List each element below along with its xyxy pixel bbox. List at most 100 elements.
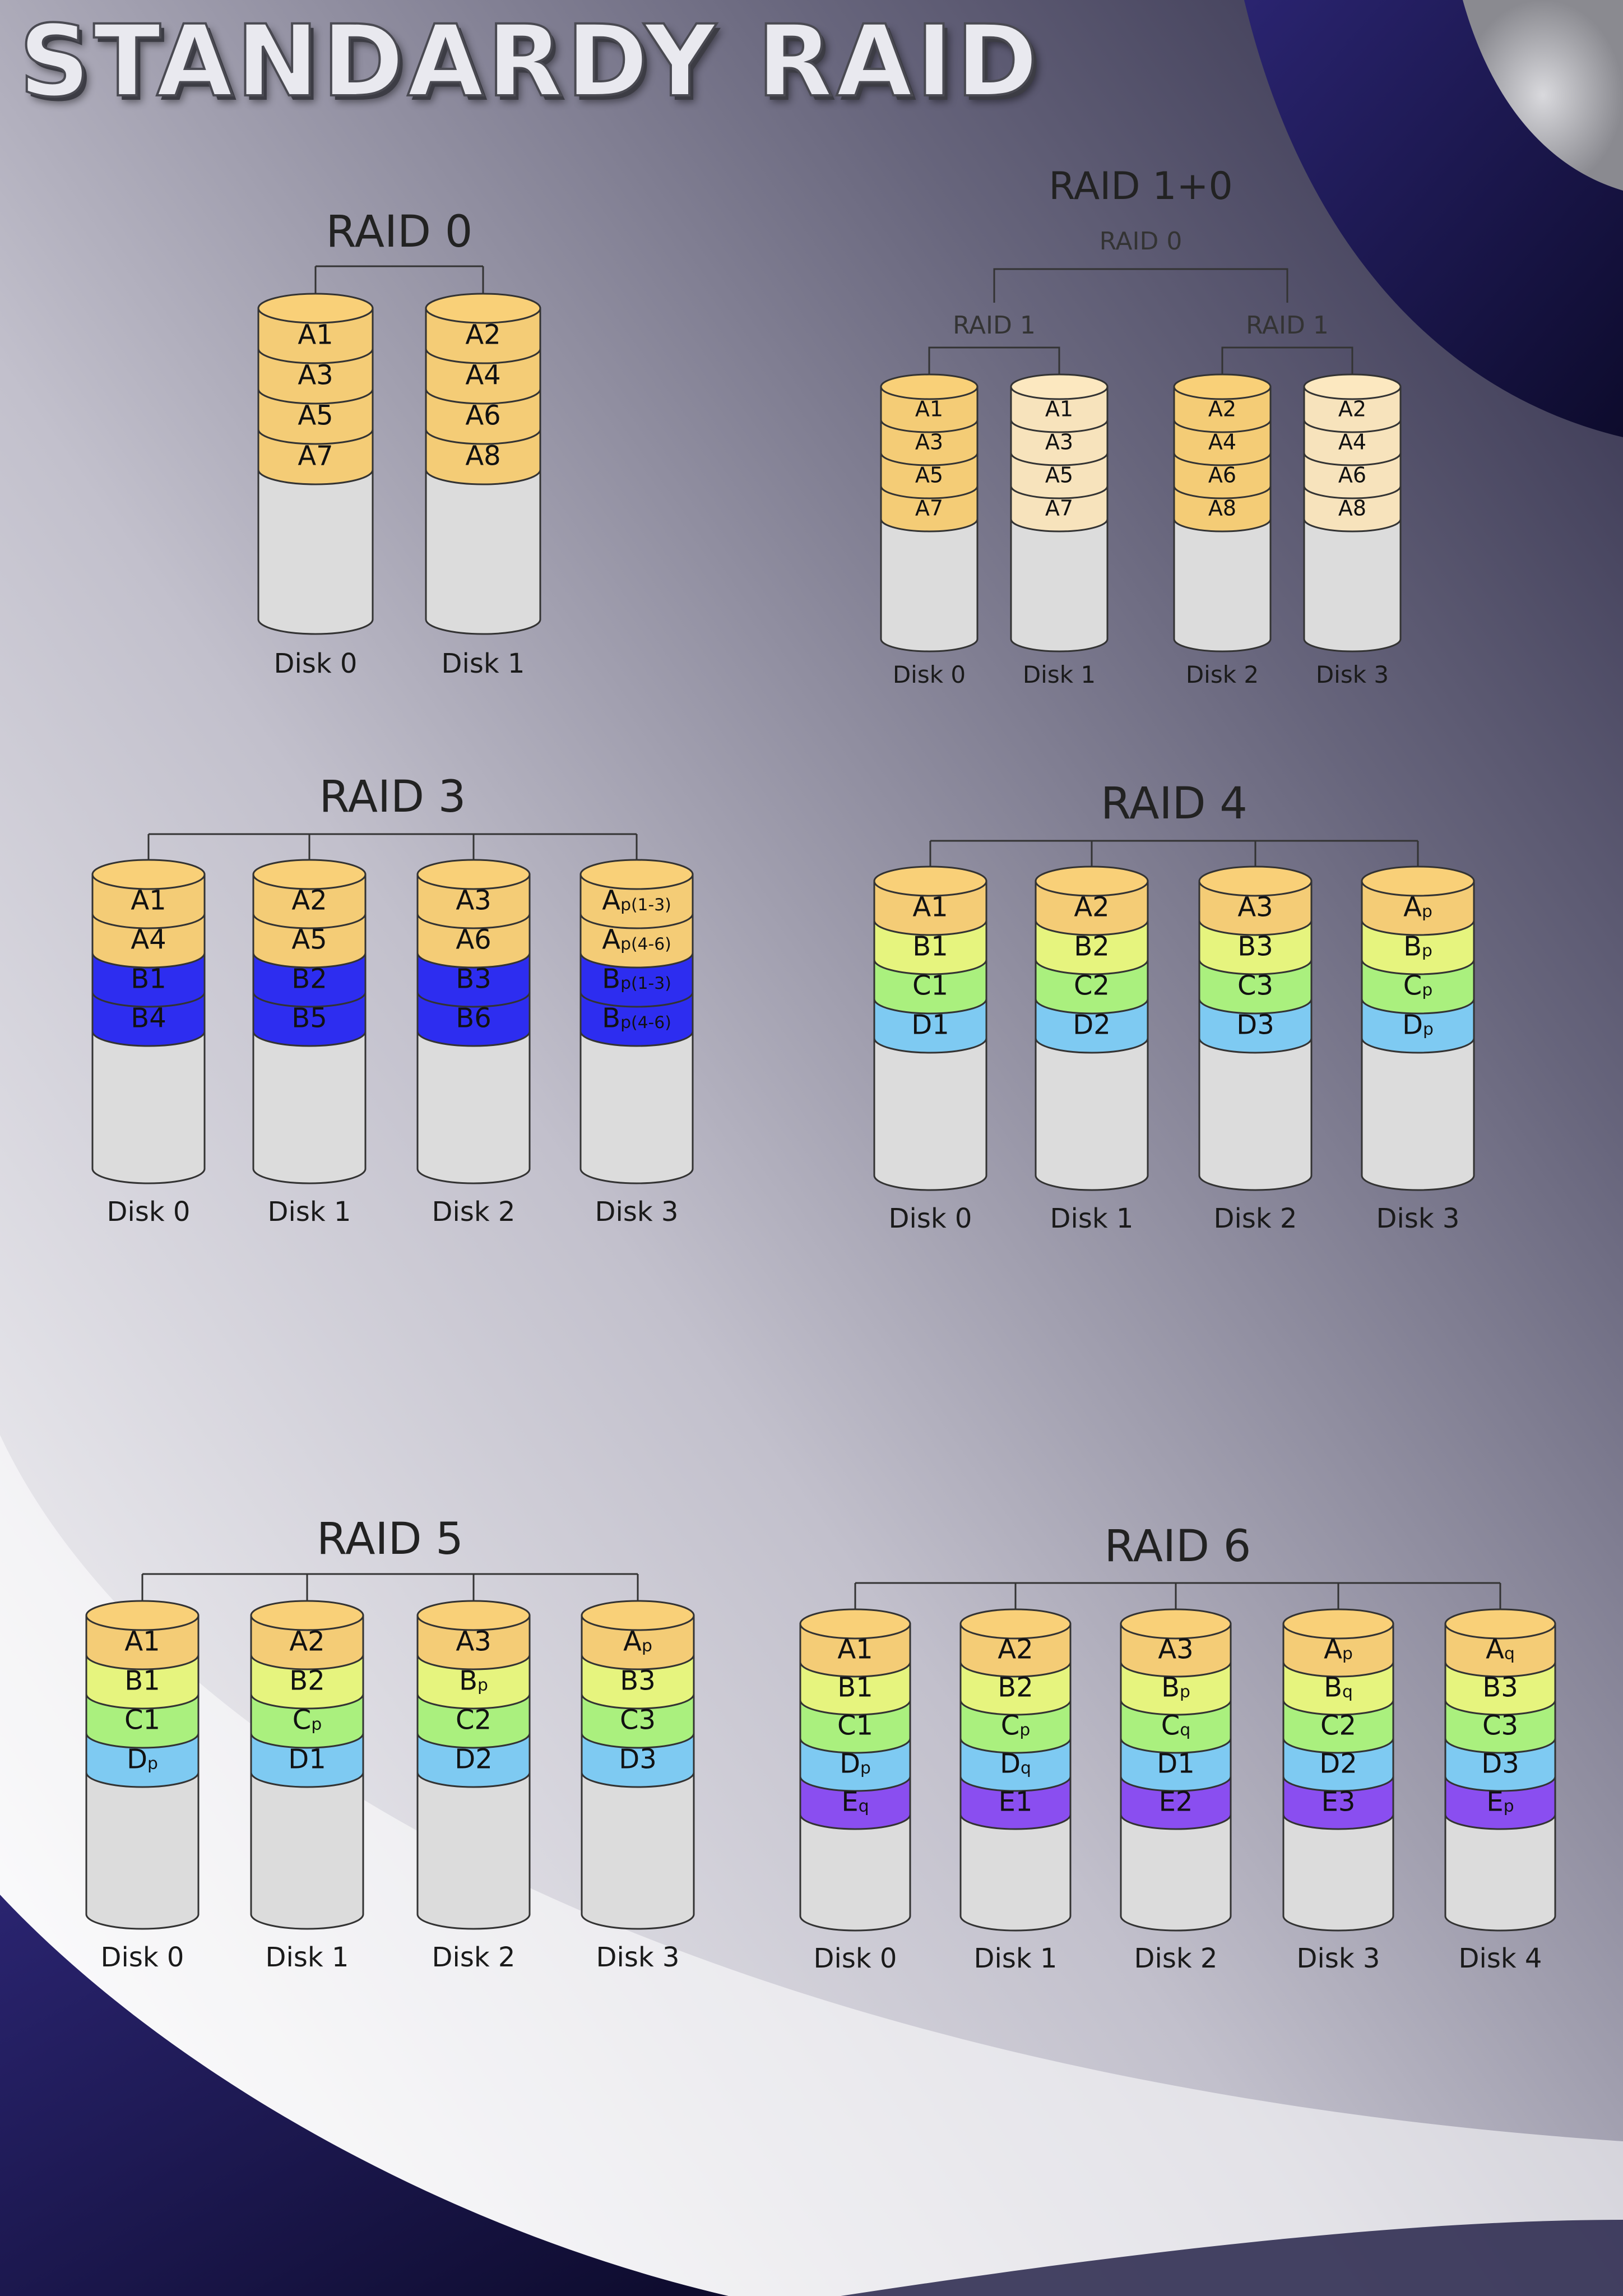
diagram-title: RAID 1+0: [1049, 164, 1233, 209]
mirror-label: RAID 1: [1246, 311, 1329, 340]
disk-empty-space: [1282, 1813, 1394, 1932]
disk-empty-space: [1035, 1037, 1149, 1191]
data-block: [425, 388, 541, 445]
block-label: A8: [1338, 496, 1366, 520]
block-label: B3: [620, 1665, 655, 1697]
disk-top-cap: [873, 865, 987, 897]
block-label: B1: [912, 931, 948, 962]
disk-label: Disk 3: [1376, 1203, 1460, 1234]
block-label: A6: [465, 400, 500, 432]
block-label: A4: [1208, 429, 1236, 454]
disk-label: Disk 1: [268, 1196, 351, 1228]
block-label: A7: [915, 496, 943, 520]
block-label: A3: [1237, 892, 1273, 923]
disk-empty-space: [416, 1771, 531, 1930]
disk-label: Disk 2: [432, 1196, 516, 1228]
disk-empty-space: [257, 469, 374, 635]
block-label: Bp: [459, 1665, 488, 1697]
block-label: B3: [1237, 931, 1273, 962]
block-label: C1: [912, 970, 948, 1002]
poster-title: STANDARDY RAID: [18, 4, 1041, 119]
block-label: A3: [456, 1626, 491, 1658]
block-label: A2: [291, 885, 327, 916]
block-label: A7: [298, 441, 333, 472]
disk-label: Disk 1: [974, 1943, 1058, 1974]
block-label: Dp: [1402, 1010, 1434, 1041]
block-label: A1: [912, 892, 948, 923]
disk-label: Disk 1: [442, 648, 525, 679]
block-label: A6: [456, 924, 491, 956]
disk-label: Disk 3: [1297, 1943, 1380, 1974]
block-label: B5: [291, 1003, 327, 1034]
block-label: B4: [131, 1003, 166, 1034]
block-label: Eq: [841, 1786, 869, 1818]
block-label: A2: [1208, 396, 1236, 421]
block-label: C3: [620, 1705, 656, 1736]
disk-label: Disk 0: [814, 1943, 897, 1974]
block-label: E2: [1159, 1786, 1193, 1818]
top-right-grey-disc: [1463, 0, 1623, 191]
disk-label: Disk 0: [889, 1203, 972, 1234]
disk-label: Disk 1: [266, 1942, 349, 1973]
block-label: C1: [837, 1710, 873, 1742]
disk-top-cap: [579, 859, 694, 890]
block-label: A5: [298, 400, 333, 432]
block-label: Dp: [127, 1744, 158, 1775]
connector-line: [1221, 346, 1353, 381]
disk-top-cap: [1198, 865, 1313, 897]
data-block: [257, 348, 374, 405]
diagram-title: RAID 6: [1105, 1521, 1251, 1572]
block-label: Bp(1-3): [602, 964, 671, 995]
data-block: [257, 428, 374, 485]
data-block: [425, 348, 541, 405]
disk-empty-space: [799, 1813, 911, 1932]
disk-label: Disk 0: [274, 648, 358, 679]
disk-top-cap: [880, 373, 979, 400]
block-label: B3: [456, 964, 491, 995]
block-label: D3: [1236, 1010, 1274, 1041]
block-label: Ep: [1486, 1786, 1514, 1818]
disk-top-cap: [799, 1608, 911, 1640]
block-label: E1: [999, 1786, 1033, 1818]
block-label: A2: [1338, 396, 1366, 421]
block-label: Bp: [1161, 1672, 1190, 1704]
block-label: D3: [619, 1744, 657, 1775]
disk-label: Disk 0: [893, 661, 966, 688]
block-label: A6: [1208, 462, 1236, 487]
block-label: A3: [1158, 1634, 1193, 1665]
block-label: D2: [1073, 1010, 1111, 1041]
disk-empty-space: [1120, 1813, 1232, 1932]
block-label: A1: [131, 885, 166, 916]
bottom-left-navy-arc: [0, 1895, 729, 2296]
disk-empty-space: [581, 1771, 695, 1930]
stripe-label: RAID 0: [1100, 227, 1183, 256]
block-label: C1: [124, 1705, 160, 1736]
block-label: B1: [124, 1665, 160, 1697]
diagram-title: RAID 5: [317, 1514, 463, 1564]
disk-top-cap: [416, 1600, 531, 1631]
connector-line: [928, 346, 1060, 381]
disk-empty-space: [91, 1030, 206, 1184]
disk-empty-space: [1361, 1037, 1475, 1191]
block-label: D1: [911, 1010, 949, 1041]
block-label: Ap(1-3): [602, 885, 671, 916]
disk-label: Disk 2: [1134, 1943, 1218, 1974]
block-label: A8: [1208, 496, 1236, 520]
block-label: B2: [998, 1672, 1033, 1704]
disk-top-cap: [257, 293, 374, 324]
disk-top-cap: [1303, 373, 1402, 400]
disk: Ap(1-3)Ap(4-6)Bp(1-3)Bp(4-6)Disk 3: [579, 859, 694, 1228]
